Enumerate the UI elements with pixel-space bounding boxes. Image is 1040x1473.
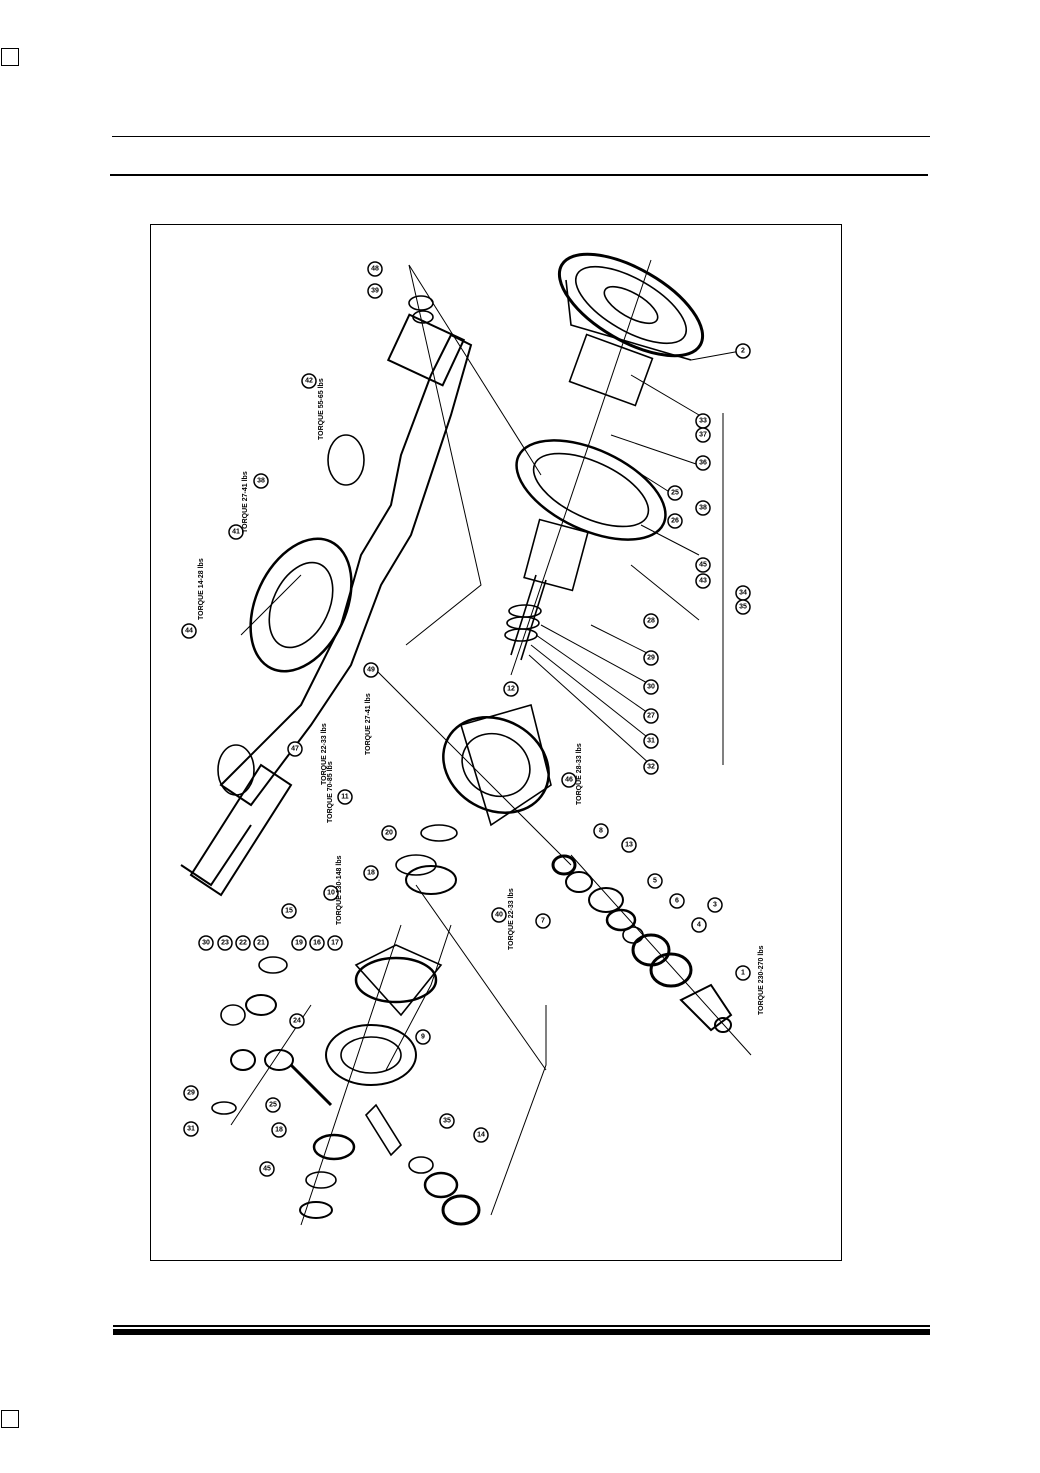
callout-44: 44 [185, 628, 193, 635]
callout-31b: 31 [187, 1126, 195, 1133]
callout-49: 49 [367, 667, 375, 674]
callout-39: 39 [371, 288, 379, 295]
differential-gear-set [211, 824, 481, 1226]
torque-spec-8: TORQUE 22-33 lbs [508, 888, 515, 950]
torque-spec-7: TORQUE 130-148 lbs [336, 855, 343, 925]
header-rule-top [112, 136, 930, 137]
callout-47: 47 [291, 746, 299, 753]
callout-2: 2 [741, 348, 745, 355]
callout-38: 38 [699, 505, 707, 512]
callout-19: 19 [295, 940, 303, 947]
brake-drum [557, 252, 705, 361]
callout-12: 12 [507, 686, 515, 693]
torque-spec-1: TORQUE 14-28 lbs [198, 558, 205, 620]
callout-29b: 29 [187, 1090, 195, 1097]
callout-36: 36 [699, 460, 707, 467]
figure-frame: 2 33 37 36 25 26 38 45 43 34 35 28 29 30… [150, 224, 842, 1261]
rear-axle-exploded-diagram: 2 33 37 36 25 26 38 45 43 34 35 28 29 30… [180, 252, 765, 1226]
callout-23: 23 [221, 940, 229, 947]
callout-42: 42 [305, 378, 313, 385]
pinion-flange-parts [551, 854, 752, 1056]
callout-30b: 30 [202, 940, 210, 947]
torque-spec-9: TORQUE 28-33 lbs [576, 743, 583, 805]
footer-rule-thin [113, 1325, 930, 1327]
torque-spec-4: TORQUE 27-41 lbs [365, 693, 372, 755]
torque-spec-6: TORQUE 70-85 lbs [327, 761, 334, 823]
callout-7: 7 [541, 918, 545, 925]
callout-10: 10 [327, 890, 335, 897]
callout-45: 45 [699, 562, 707, 569]
callout-31: 31 [647, 738, 655, 745]
torque-spec-10: TORQUE 230-270 lbs [758, 945, 765, 1015]
callout-5: 5 [653, 878, 657, 885]
callout-18b: 18 [275, 1127, 283, 1134]
callout-11: 11 [341, 794, 349, 801]
callout-16: 16 [313, 940, 321, 947]
callout-6: 6 [675, 898, 679, 905]
callout-26: 26 [671, 518, 679, 525]
callout-43: 43 [699, 578, 707, 585]
callout-15: 15 [285, 908, 293, 915]
callout-45b: 45 [263, 1166, 271, 1173]
callout-41: 41 [232, 529, 240, 536]
callout-14: 14 [477, 1132, 485, 1139]
callout-32: 32 [647, 764, 655, 771]
differential-carrier [375, 669, 572, 866]
axle-shaft [504, 259, 667, 676]
torque-spec-5: TORQUE 22-33 lbs [321, 723, 328, 785]
callout-20: 20 [385, 830, 393, 837]
callout-29: 29 [647, 655, 655, 662]
torque-spec-3: TORQUE 55-65 lbs [318, 378, 325, 440]
axle-housing [180, 295, 473, 897]
callout-37: 37 [699, 432, 707, 439]
callout-30: 30 [647, 684, 655, 691]
torque-spec-2: TORQUE 27-41 lbs [242, 471, 249, 533]
callout-17: 17 [331, 940, 339, 947]
callout-24: 24 [293, 1018, 301, 1025]
callout-38b: 38 [257, 478, 265, 485]
corner-mark-top [1, 48, 19, 66]
callout-markers: 2 33 37 36 25 26 38 45 43 34 35 28 29 30… [181, 261, 751, 1177]
callout-3: 3 [713, 902, 717, 909]
callout-28: 28 [647, 618, 655, 625]
callout-18: 18 [367, 870, 375, 877]
callout-25: 25 [671, 490, 679, 497]
callout-48: 48 [371, 266, 379, 273]
callout-35: 35 [739, 604, 747, 611]
callout-21: 21 [257, 940, 265, 947]
torque-annotations: TORQUE 14-28 lbs TORQUE 27-41 lbs TORQUE… [198, 378, 765, 1015]
callout-1: 1 [741, 970, 745, 977]
footer-rule-thick [113, 1329, 930, 1335]
callout-9: 9 [421, 1034, 425, 1041]
leader-lines [240, 264, 747, 1216]
callout-25b: 25 [269, 1102, 277, 1109]
callout-35b: 35 [443, 1118, 451, 1125]
callout-4: 4 [697, 922, 701, 929]
callout-34: 34 [739, 590, 747, 597]
callout-27: 27 [647, 713, 655, 720]
callout-22: 22 [239, 940, 247, 947]
callout-13: 13 [625, 842, 633, 849]
callout-8: 8 [599, 828, 603, 835]
corner-mark-bottom [1, 1410, 19, 1428]
callout-33: 33 [699, 418, 707, 425]
header-rule-bottom [110, 174, 928, 176]
callout-40: 40 [495, 912, 503, 919]
callout-46: 46 [565, 777, 573, 784]
